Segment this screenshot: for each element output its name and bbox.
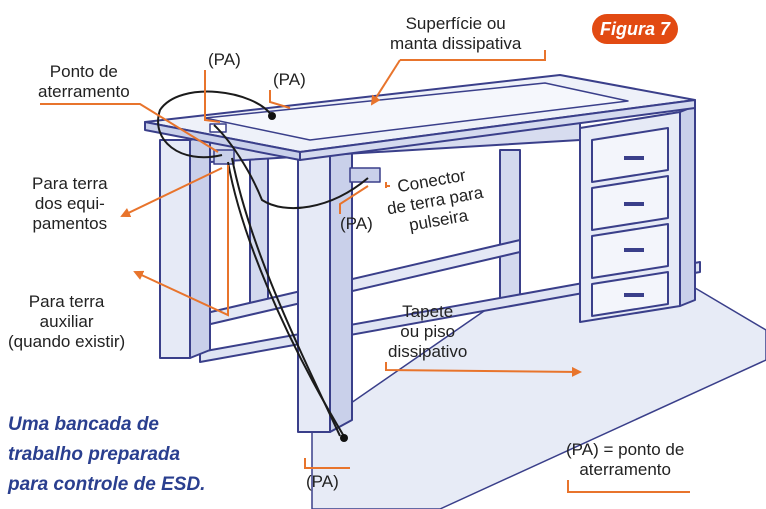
callout-lines (40, 50, 690, 493)
equipment-ground-line1: Para terra (32, 174, 108, 193)
ground-point-label: Ponto de aterramento (38, 62, 130, 102)
figure-badge: Figura 7 (592, 14, 678, 44)
legend-label-line1: (PA) = ponto de (566, 440, 685, 459)
equipment-ground-line2: dos equi- (34, 194, 105, 213)
figure-caption-line2: trabalho preparada (8, 444, 181, 465)
auxiliary-ground-line3: (quando existir) (8, 332, 126, 351)
pa-label-clip: (PA) (208, 50, 241, 69)
equipment-ground-line3: pamentos (32, 214, 108, 233)
legend-label: (PA) = ponto de aterramento (566, 440, 684, 480)
floor-mat-label: Tapete ou piso dissipativo (388, 302, 467, 362)
ground-cables (157, 90, 369, 439)
equipment-ground-label: Para terra dos equi- pamentos (32, 174, 108, 234)
surface-label: Superfície ou manta dissipativa (390, 14, 521, 54)
auxiliary-ground-line1: Para terra (28, 292, 105, 311)
surface-label-line1: Superfície ou (405, 14, 506, 33)
workbench-desk (144, 74, 701, 433)
pa-label-connector: (PA) (340, 214, 373, 233)
surface-label-line2: manta dissipativa (390, 34, 522, 53)
figure-caption-line3: para controle de ESD. (8, 474, 206, 495)
ground-point-label-line2: aterramento (38, 82, 130, 101)
floor-mat-label-line2: ou piso (400, 322, 456, 341)
floor-mat-label-line1: Tapete (402, 302, 454, 321)
ground-point-label-line1: Ponto de (49, 62, 118, 81)
auxiliary-ground-label: Para terra auxiliar (quando existir) (8, 292, 125, 352)
drawer-handles (624, 156, 644, 297)
pa-dot-top (268, 112, 276, 120)
figure-caption-line1: Uma bancada de (8, 414, 159, 435)
legend-label-line2: aterramento (579, 460, 671, 479)
floor-mat-label-line3: dissipativo (388, 342, 468, 361)
auxiliary-ground-line2: auxiliar (39, 312, 94, 331)
pa-label-floor: (PA) (306, 472, 339, 491)
pa-dot-floor (340, 434, 348, 442)
pa-label-surface: (PA) (273, 70, 306, 89)
figure-caption: Uma bancada de trabalho preparada para c… (8, 410, 205, 500)
